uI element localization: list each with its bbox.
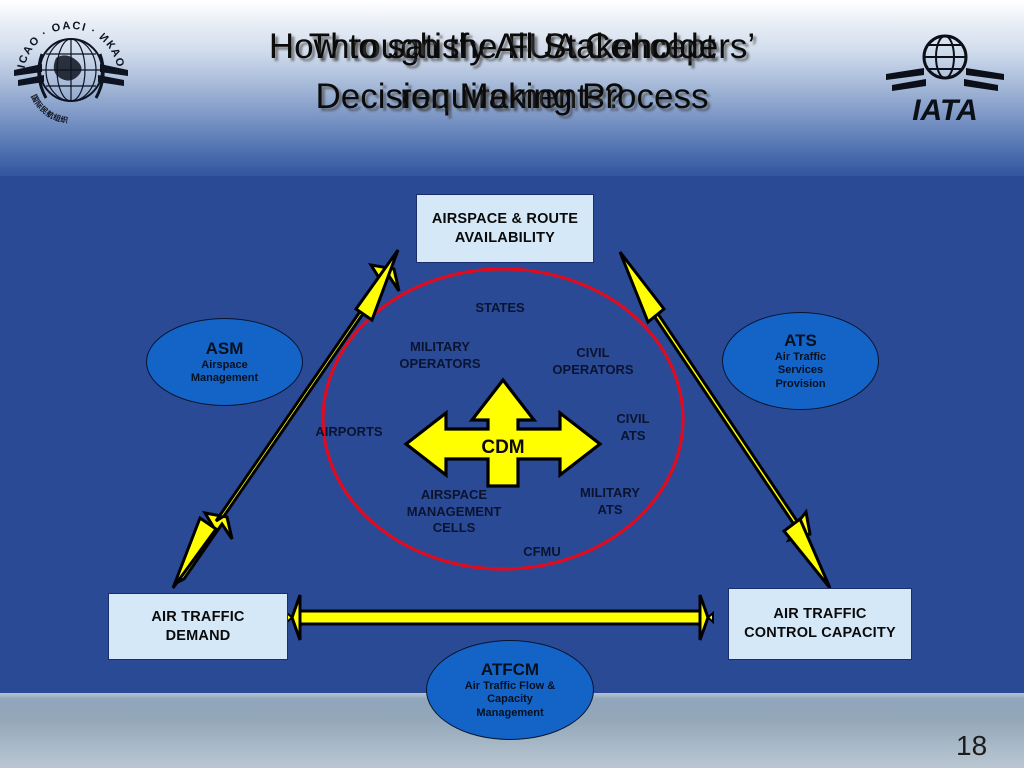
title-line1-front: How to satisfy All Stakeholders’ [268,27,756,66]
ellipse-asm[interactable]: ASM Airspace Management [146,318,303,406]
ellipse-asm-sub2: Management [190,372,259,384]
box-left-label: AIR TRAFFIC DEMAND [151,608,245,644]
label-cdm: CDM [481,437,525,458]
icao-logo: ICAO · OACI · ИКАО 国际民航组织 [14,20,128,125]
box-right-label: AIR TRAFFIC CONTROL CAPACITY [744,606,896,641]
cdm-arrow [403,377,603,488]
label-cfmu: CFMU [523,544,561,559]
slide-title: Through the FUA Concept How to satisfy A… [150,22,874,132]
label-airspace-management-cells: AIRSPACE MANAGEMENT CELLS [406,487,502,535]
ellipse-atfcm-sub3: Management [476,706,544,719]
label-civil-ats: CIVIL ATS [616,411,650,443]
ellipse-atfcm-sub1: Air Traffic Flow & [464,679,556,692]
ellipse-ats-sub3: Provision [775,377,826,390]
ellipse-ats-sub2: Services [777,364,824,377]
ellipse-ats-sub1: Air Traffic [774,350,827,363]
ellipse-atfcm[interactable]: ATFCM Air Traffic Flow & Capacity Manage… [426,640,594,740]
ellipse-asm-title: ASM [205,338,244,358]
ellipse-atfcm-title: ATFCM [480,659,540,679]
cdm-stakeholder-circle [321,267,685,571]
title-line2-front: Decision Making Process [315,77,709,116]
arrow-demand-to-capacity [290,594,710,641]
label-military-ats: MILITARY ATS [580,485,640,517]
svg-text:国际民航组织: 国际民航组织 [29,92,69,125]
ellipse-ats[interactable]: ATS Air Traffic Services Provision [722,312,879,410]
box-air-traffic-demand[interactable]: AIR TRAFFIC DEMAND [108,593,288,660]
page-number: 18 [956,730,988,761]
title-line1-back: Through the FUA Concept [308,27,716,66]
label-airports: AIRPORTS [315,424,383,439]
svg-text:IATA: IATA [912,94,978,124]
box-airspace-route-availability[interactable]: AIRSPACE & ROUTE AVAILABILITY [416,194,594,263]
ellipse-asm-sub1: Airspace [201,358,248,371]
ellipse-ats-title: ATS [784,330,817,350]
fua-cdm-diagram [171,249,832,641]
header-gradient-background [0,0,1024,176]
arrow-demand-to-availability [171,249,401,589]
label-states: STATES [475,300,525,315]
title-line2-back: requirements? [400,77,624,116]
box-top-label: AIRSPACE & ROUTE AVAILABILITY [431,210,579,246]
arrow-availability-to-capacity [618,251,832,589]
box-air-traffic-control-capacity[interactable]: AIR TRAFFIC CONTROL CAPACITY [728,588,912,660]
ellipse-atfcm-sub2: Capacity [487,693,533,706]
iata-logo: IATA [886,34,1004,124]
label-military-operators: MILITARY OPERATORS [399,339,481,371]
label-civil-operators: CIVIL OPERATORS [552,345,634,377]
